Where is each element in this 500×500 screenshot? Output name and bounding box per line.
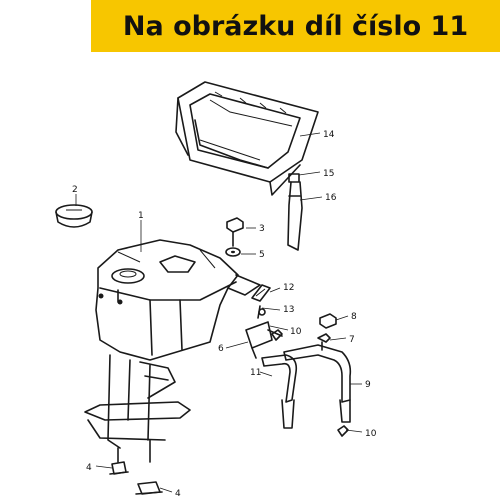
callout-15: 15 <box>323 169 334 179</box>
callout-5: 5 <box>259 250 265 260</box>
leader-lines <box>75 132 363 493</box>
callout-6: 6 <box>218 344 224 354</box>
callout-2: 2 <box>72 185 78 195</box>
part-6-fuel-cock <box>245 305 283 359</box>
callout-labels: 1 2 3 4 4 5 6 7 8 9 10 10 11 12 13 14 15… <box>72 130 377 499</box>
part-2-fuel-cap <box>55 204 93 228</box>
part-9-hose <box>283 344 352 423</box>
part-10-clip <box>271 329 283 341</box>
part-4-mount-upper <box>109 461 129 475</box>
part-12-clip <box>251 284 271 302</box>
tank-frame <box>84 354 191 463</box>
part-15-16-hose <box>287 173 303 251</box>
part-1-fuel-tank <box>95 239 261 361</box>
part-5-washer <box>225 247 241 257</box>
callout-1: 1 <box>138 211 144 221</box>
title-banner: Na obrázku díl číslo 11 <box>91 0 500 52</box>
callout-10: 10 <box>290 327 302 337</box>
callout-9: 9 <box>365 380 371 390</box>
callout-7: 7 <box>349 335 355 345</box>
callout-12: 12 <box>283 283 294 293</box>
part-11-hose <box>261 354 298 429</box>
part-14-frame <box>175 81 319 196</box>
part-4-mount-lower <box>135 481 163 495</box>
callout-14: 14 <box>323 130 335 140</box>
callout-10b: 10 <box>365 429 377 439</box>
callout-8: 8 <box>351 312 357 322</box>
part-3-bolt <box>226 217 244 247</box>
part-10-clip-lower <box>337 425 349 437</box>
callout-3: 3 <box>259 224 265 234</box>
callout-16: 16 <box>325 193 337 203</box>
part-8-bolt <box>319 313 337 329</box>
callout-13: 13 <box>283 305 294 315</box>
callout-4: 4 <box>86 463 92 473</box>
callout-11: 11 <box>250 368 261 378</box>
callout-4b: 4 <box>175 489 181 499</box>
banner-title: Na obrázku díl číslo 11 <box>122 10 469 42</box>
